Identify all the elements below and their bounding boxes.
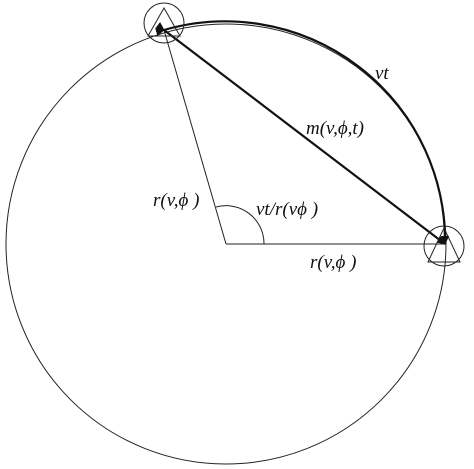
particle-right <box>423 225 465 267</box>
radius-line-to-top <box>163 29 227 245</box>
angle-label: vt/r(vϕ ) <box>256 199 318 220</box>
radius-left-label: r(v,ϕ ) <box>153 190 199 211</box>
particle-top <box>143 2 185 44</box>
arc-length-label: vt <box>375 63 389 84</box>
chord-label: m(v,ϕ,t) <box>306 118 364 139</box>
radius-bottom-label: r(v,ϕ ) <box>310 252 356 273</box>
chord-line <box>155 21 446 245</box>
